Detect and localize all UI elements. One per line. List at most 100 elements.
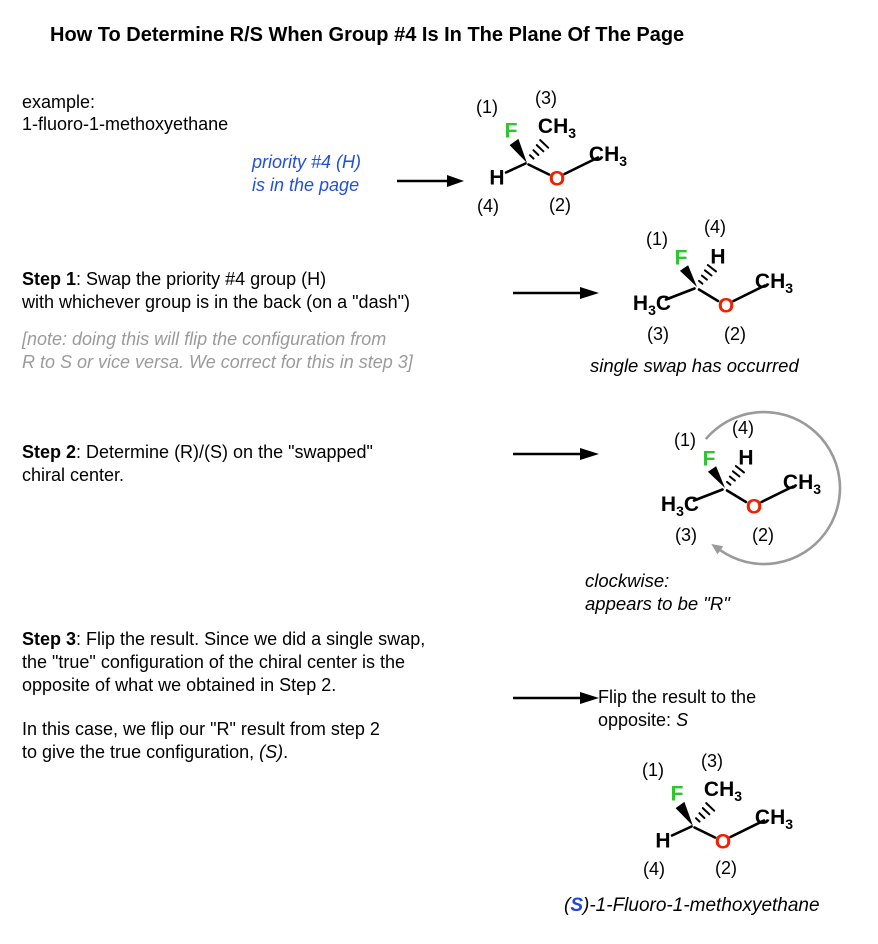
methyl-subscript: 3	[648, 302, 656, 319]
priority-4-label: (4)	[643, 859, 665, 879]
molecule-example: (1) (3) F CH3 H O CH3 (4) (2)	[460, 85, 640, 233]
oxygen-atom: O	[745, 495, 763, 519]
step3-heading-line3: opposite of what we obtained in Step 2.	[22, 675, 337, 695]
priority-4-label: (4)	[732, 418, 754, 438]
methyl-group: CH3	[538, 116, 576, 140]
methyl-ch: CH	[537, 114, 569, 138]
clockwise-arrow-circle	[704, 410, 842, 566]
clockwise-arrowhead	[711, 544, 724, 555]
step3-label: Step 3	[22, 629, 77, 649]
molecule-swapped-bonds	[664, 264, 767, 303]
step3-para2-period: .	[283, 742, 289, 762]
priority-1-label: (1)	[476, 97, 498, 117]
step2-heading-line1: Step 2: Determine (R)/(S) on the "swappe…	[22, 441, 373, 464]
step1-label: Step 1	[22, 269, 77, 289]
methoxy-subscript: 3	[785, 816, 794, 833]
step1-note: [note: doing this will flip the configur…	[22, 328, 413, 374]
step2-heading-rest: : Determine (R)/(S) on the "swapped"	[76, 442, 373, 462]
flip-result-text: Flip the result to the opposite: S	[598, 686, 756, 732]
example-label: example:	[22, 92, 96, 112]
final-caption-open-paren: (	[564, 895, 571, 916]
methyl-c: C	[655, 291, 672, 315]
methoxy-methyl-group: CH3	[755, 807, 793, 831]
step1-arrow	[513, 287, 599, 299]
methoxy-ch: CH	[782, 470, 814, 494]
oxygen-atom: O	[717, 294, 735, 318]
priority-3-label: (3)	[535, 88, 557, 108]
priority-3-label: (3)	[647, 324, 669, 344]
priority-3-label: (3)	[675, 525, 697, 545]
step2-heading-line2: chiral center.	[22, 465, 125, 485]
hydrogen-atom: H	[710, 245, 726, 269]
page-title: How To Determine R/S When Group #4 Is In…	[50, 24, 685, 46]
methoxy-ch: CH	[588, 142, 620, 166]
methyl-ch: CH	[703, 777, 735, 801]
example-annotation: priority #4 (H) is in the page	[252, 152, 362, 195]
molecule-rotation: (1) (4) F H H3C O CH3 (3) (2)	[643, 410, 878, 578]
methyl-h: H	[632, 291, 649, 315]
step2-heading: Step 2: Determine (R)/(S) on the "swappe…	[22, 441, 373, 487]
methyl-group: H3C	[633, 293, 671, 317]
molecule-final-bonds	[670, 801, 766, 839]
step2-caption-line2: appears to be "R"	[585, 593, 730, 614]
methoxy-methyl-group: CH3	[755, 271, 793, 295]
methyl-group: CH3	[704, 779, 742, 803]
priority-1-label: (1)	[646, 229, 668, 249]
final-caption-name: )-1-Fluoro-1-methoxyethane	[583, 895, 820, 916]
methyl-h: H	[660, 492, 677, 516]
step1-note-line1: [note: doing this will flip the configur…	[22, 329, 387, 349]
step3-para2-plain: to give the true configuration,	[22, 742, 260, 762]
step3-para2-line2: to give the true configuration, (S).	[22, 741, 380, 764]
step1-heading-line1: Step 1: Swap the priority #4 group (H)	[22, 268, 410, 291]
priority-2-label: (2)	[724, 324, 746, 344]
step3-heading: Step 3: Flip the result. Since we did a …	[22, 628, 425, 697]
priority-1-label: (1)	[642, 760, 664, 780]
flip-result-plain: opposite:	[598, 710, 677, 730]
hydrogen-atom: H	[489, 166, 505, 190]
step3-heading-line2: the "true" configuration of the chiral c…	[22, 652, 405, 672]
step2-caption: clockwise: appears to be "R"	[585, 569, 730, 615]
fluorine-atom: F	[504, 119, 518, 143]
hydrogen-atom: H	[738, 446, 754, 470]
molecule-example-bonds	[504, 138, 600, 176]
step1-heading: Step 1: Swap the priority #4 group (H) w…	[22, 268, 410, 314]
hydrogen-atom: H	[655, 829, 671, 853]
flip-result-line1: Flip the result to the	[598, 687, 757, 707]
priority-1-label: (1)	[674, 430, 696, 450]
priority-4-label: (4)	[477, 196, 499, 216]
methoxy-subscript: 3	[785, 280, 794, 297]
methyl-subscript: 3	[734, 788, 743, 805]
methyl-subscript: 3	[676, 503, 684, 520]
methyl-c: C	[683, 492, 700, 516]
methoxy-ch: CH	[754, 805, 786, 829]
step1-caption: single swap has occurred	[590, 355, 799, 376]
step1-note-line2: R to S or vice versa. We correct for thi…	[22, 352, 413, 372]
flip-result-s: S	[676, 710, 689, 730]
fluorine-atom: F	[702, 447, 716, 471]
molecule-final: (1) (3) F CH3 H O CH3 (4) (2)	[626, 748, 806, 896]
methoxy-methyl-group: CH3	[783, 472, 821, 496]
methoxy-ch: CH	[754, 269, 786, 293]
step3-paragraph2: In this case, we flip our "R" result fro…	[22, 718, 380, 764]
step3-para2-s: (S)	[259, 742, 284, 762]
step2-caption-line1: clockwise:	[585, 570, 670, 591]
step3-heading-line1: Step 3: Flip the result. Since we did a …	[22, 628, 425, 651]
final-caption-s: S	[570, 895, 584, 916]
step3-para2-line1: In this case, we flip our "R" result fro…	[22, 719, 380, 739]
molecule-rotation-bonds	[692, 410, 842, 566]
step1-heading-line2: with whichever group is in the back (on …	[22, 292, 410, 312]
methoxy-methyl-group: CH3	[589, 144, 627, 168]
fluorine-atom: F	[670, 782, 684, 806]
step3-heading-rest: : Flip the result. Since we did a single…	[76, 629, 426, 649]
methyl-group: H3C	[661, 494, 699, 518]
methyl-subscript: 3	[568, 125, 577, 142]
step1-heading-rest: : Swap the priority #4 group (H)	[76, 269, 327, 289]
step3-arrow	[513, 692, 599, 704]
priority-4-label: (4)	[704, 217, 726, 237]
priority-2-label: (2)	[549, 195, 571, 215]
fluorine-atom: F	[674, 246, 688, 270]
example-arrow	[397, 175, 464, 187]
final-compound-caption: (S)-1-Fluoro-1-methoxyethane	[564, 895, 820, 917]
step2-label: Step 2	[22, 442, 77, 462]
